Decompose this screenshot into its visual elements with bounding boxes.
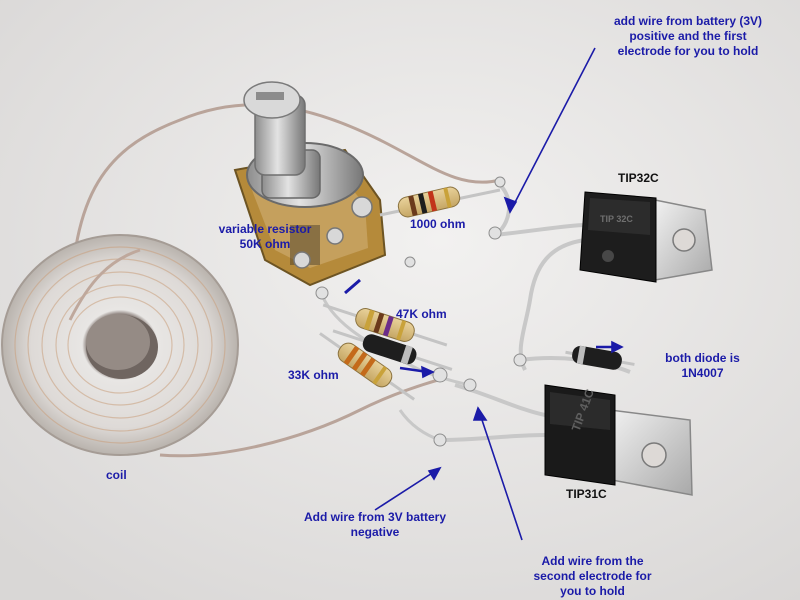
annotation-arrows — [344, 47, 624, 541]
potentiometer — [233, 81, 387, 287]
wire-tip32c-collector — [518, 238, 586, 371]
diode-1n4007-left — [332, 329, 453, 371]
battery-negative-note-line-1: Add wire from 3V battery — [303, 510, 447, 524]
variable-resistor-label: variable resistor 50K ohm — [205, 222, 325, 252]
tip32c-label: TIP32C — [618, 171, 659, 185]
resistor-47k-ohm-label: 47K ohm — [396, 307, 447, 321]
diode-note: both diode is 1N4007 — [650, 351, 755, 381]
transistor-top-mark: TIP 32C — [600, 214, 633, 224]
wire-tip32c-emitter — [494, 223, 586, 237]
battery-negative-note-line-2: negative — [350, 525, 400, 539]
toroid-coil — [1, 234, 239, 456]
resistor-47k-ohm — [322, 303, 448, 347]
resistor-1000-ohm-label: 1000 ohm — [410, 217, 466, 231]
solder-joints — [315, 176, 527, 447]
resistor-1000-ohm — [379, 186, 501, 218]
coil-top-wire — [68, 103, 501, 331]
diode-note-line-1: both diode is — [665, 351, 740, 365]
battery-negative-note: Add wire from 3V battery negative — [280, 510, 470, 540]
diode-note-line-2: 1N4007 — [681, 366, 724, 380]
second-electrode-note: Add wire from the second electrode for y… — [515, 554, 670, 599]
wire-tip31c-emitter — [439, 433, 546, 442]
resistor-33k-ohm-label: 33K ohm — [288, 368, 339, 382]
battery-positive-note-line-1: add wire from battery (3V) — [613, 14, 763, 28]
variable-resistor-label-line-1: variable resistor — [218, 222, 312, 236]
coil-label: coil — [106, 468, 127, 482]
transistor-tip32c: TIP 32C — [579, 191, 713, 283]
battery-positive-note-line-3: electrode for you to hold — [617, 44, 759, 58]
tip31c-label: TIP31C — [566, 487, 607, 501]
variable-resistor-label-line-2: 50K ohm — [239, 237, 291, 251]
second-electrode-note-line-2: second electrode for — [533, 569, 652, 583]
resistor-33k-ohm — [319, 332, 416, 401]
second-electrode-note-line-1: Add wire from the — [541, 554, 644, 568]
battery-positive-note: add wire from battery (3V) positive and … — [588, 14, 788, 59]
coil-bottom-wire — [159, 376, 446, 458]
second-electrode-note-line-3: you to hold — [560, 584, 625, 598]
battery-positive-note-line-2: positive and the first — [629, 29, 747, 43]
transistor-tip31c: TIP 41C — [544, 384, 693, 496]
diode-1n4007-right — [565, 345, 635, 370]
